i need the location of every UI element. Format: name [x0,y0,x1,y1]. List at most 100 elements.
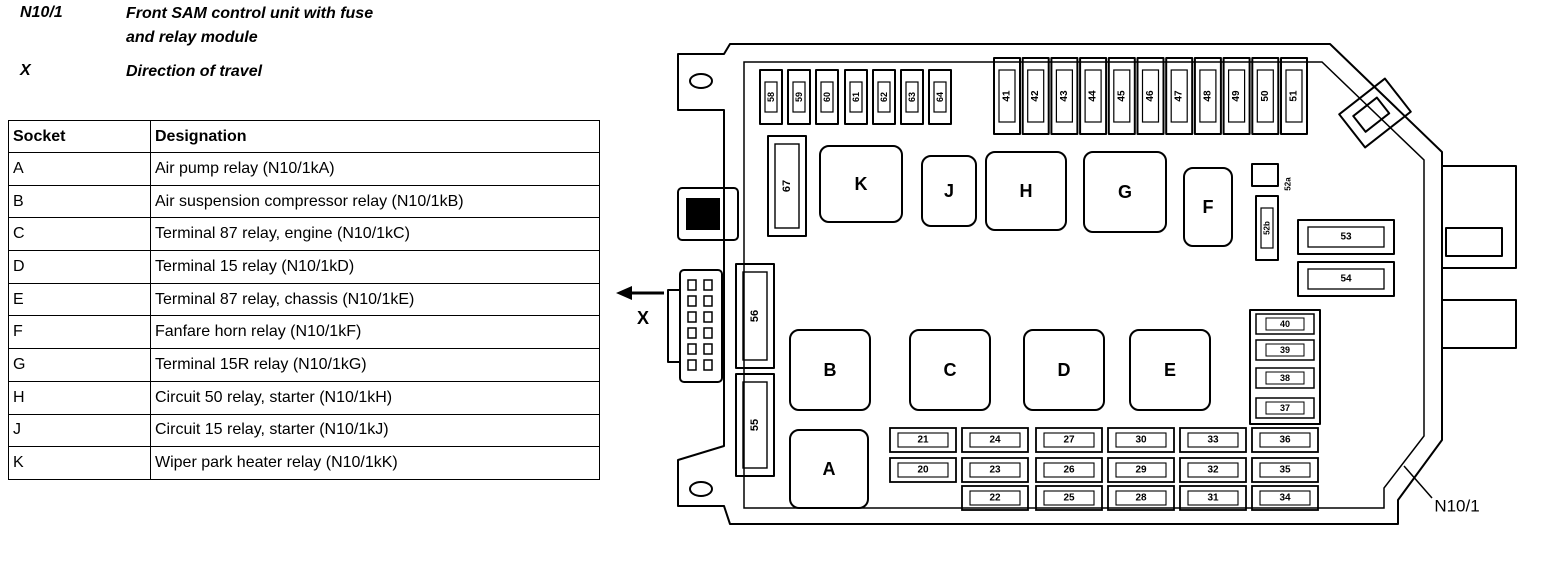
fuse-label: 27 [1063,435,1075,446]
housing-outline [677,43,1443,525]
designation-cell: Wiper park heater relay (N10/1kK) [150,446,600,480]
fuse-small-inner [849,81,863,113]
fuse-label: 39 [1280,345,1290,355]
relay-socket [1183,167,1233,247]
fuse-label: 52a [1284,177,1293,191]
fuse-grid-cell [889,457,957,483]
connector-pin [687,327,697,339]
socket-cell: E [8,282,151,317]
fuse-mini-vertical [1255,195,1279,261]
fuse-large [1136,57,1165,135]
relay-label: F [1203,197,1214,217]
fuse-mini-inner [1265,401,1305,415]
corner-connector [1338,77,1412,149]
fuse-label: 50 [1260,90,1271,102]
fuse-label: 24 [989,435,1001,446]
fuse-grid-cell [961,427,1029,453]
fuse-vertical [735,263,775,369]
fuse-small [844,69,868,125]
fuse-mini-inner [1265,343,1305,357]
fuse-vertical-inner [774,143,800,229]
fuse-label: 23 [989,465,1001,476]
fuse-large-inner [1141,69,1160,123]
fuse-label: 48 [1202,90,1213,102]
fuse-label: 37 [1280,403,1290,413]
fuse-small-inner [877,81,891,113]
fuse-vertical [735,373,775,477]
relay-socket [789,329,871,411]
fuse-label: 53 [1340,232,1352,243]
fuse-grid-cell-inner [1043,490,1095,506]
fuse-label: 60 [822,92,832,102]
fuse-large [1050,57,1079,135]
legend-desc-line: and relay module [126,29,258,46]
fuse-large [1251,57,1280,135]
relay-socket [819,145,903,223]
socket-cell: D [8,250,151,284]
fuse-label: 67 [781,180,793,192]
legend-desc-n10-1: Front SAM control unit with fuse and rel… [126,2,373,50]
fuse-label: 55 [749,419,761,431]
fuse-large-inner [1199,69,1217,123]
fuse-column-frame [1249,309,1321,425]
relay-label: H [1020,181,1033,201]
fuse-label: 36 [1279,435,1291,446]
fuse-grid-cell [1179,427,1247,453]
fuse-large-inner [998,69,1016,123]
fuse-large [1165,57,1194,135]
relay-socket [1083,151,1167,233]
unit-label: N10/1 [1434,497,1479,516]
fuse-vertical-inner [742,271,768,361]
fuse-label: 22 [989,493,1001,504]
fuse-small [928,69,952,125]
fuse-label: 30 [1135,435,1147,446]
fuse-grid-cell-inner [1259,462,1311,478]
table-header-row: Socket Designation [8,120,600,153]
fuse-label: 45 [1116,90,1127,102]
column-header-designation: Designation [150,120,600,153]
fuse-grid-cell-inner [969,462,1021,478]
fuse-grid-cell [1251,485,1319,511]
side-tab-right-upper [1442,165,1517,269]
direction-label: X [637,308,649,328]
fuse-grid-cell-inner [1187,462,1239,478]
fuse-label: 54 [1340,274,1352,285]
fuse-label: 21 [917,435,929,446]
fuse-grid-cell [1107,485,1175,511]
fuse-large [1222,57,1251,135]
fuse-grid-cell [1035,485,1103,511]
fuse-label: 62 [879,92,889,102]
fuse-label: 64 [935,92,945,102]
fuse-label: 31 [1207,493,1219,504]
fuse-mini [1255,339,1315,361]
fuse-large-inner [1084,69,1102,123]
fuse-label: 63 [907,92,917,102]
fuse-label: 58 [766,92,776,102]
fuse-grid-cell-inner [1259,432,1311,448]
fuse-small-inner [792,81,806,113]
fuse-large [993,57,1021,135]
fuse-label: 42 [1030,90,1041,102]
fuse-horizontal [1297,219,1395,255]
fuse-small [872,69,896,125]
relay-label: E [1164,360,1176,380]
fuse-vertical-inner [742,381,768,469]
socket-cell: K [8,446,151,480]
fuse-label: 46 [1145,90,1156,102]
fuse-small-inner [905,81,919,113]
fuse-grid-cell [961,457,1029,483]
fuse-small [900,69,924,125]
multi-pin-connector [679,269,723,383]
fuse-label: 29 [1135,465,1147,476]
fuse-label: 33 [1207,435,1219,446]
fuse-label: 56 [749,310,761,322]
fuse-large [1021,57,1050,135]
legend-desc-line: Front SAM control unit with fuse [126,5,374,22]
fuse-label: 52b [1263,221,1272,235]
fuse-large-inner [1256,69,1274,123]
